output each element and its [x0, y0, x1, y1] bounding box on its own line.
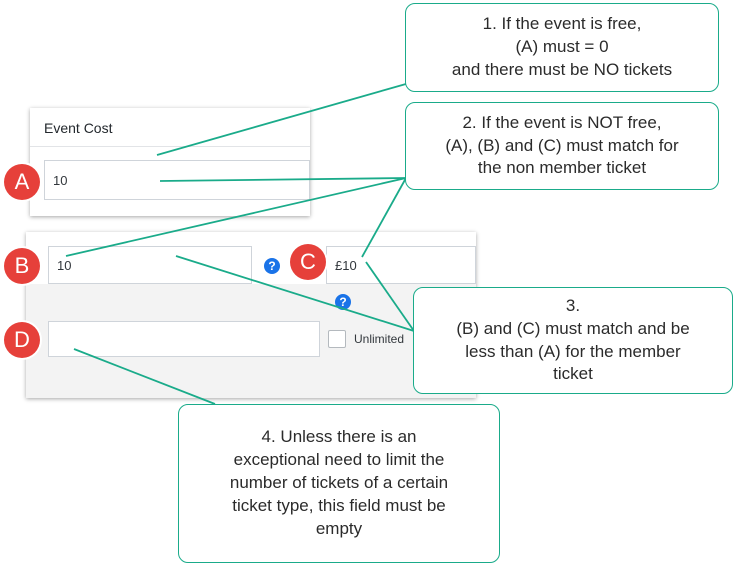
connector-2-a [159, 177, 407, 182]
help-icon[interactable]: ? [335, 294, 351, 310]
connector-2-b [65, 177, 407, 257]
callout-paid-event: 2. If the event is NOT free, (A), (B) an… [405, 102, 719, 190]
connector-2-c [361, 177, 407, 258]
marker-b: B [4, 248, 40, 284]
callout-ticket-limit: 4. Unless there is an exceptional need t… [178, 404, 500, 563]
unlimited-label: Unlimited [354, 332, 405, 346]
ticket-display-price-input[interactable]: £10 [326, 246, 476, 284]
connector-1-a [156, 79, 421, 156]
ticket-quantity-input[interactable] [48, 321, 320, 357]
marker-a: A [4, 164, 40, 200]
connector-3-b [175, 255, 415, 332]
marker-c: C [290, 244, 326, 280]
callout-member-ticket: 3. (B) and (C) must match and be less th… [413, 287, 733, 394]
event-cost-label: Event Cost [44, 120, 113, 136]
connector-4-d [73, 348, 216, 405]
panel-divider [30, 146, 310, 147]
marker-d: D [4, 322, 40, 358]
help-icon[interactable]: ? [264, 258, 280, 274]
connector-3-c [365, 261, 415, 332]
callout-free-event: 1. If the event is free, (A) must = 0 an… [405, 3, 719, 92]
unlimited-checkbox[interactable] [328, 330, 346, 348]
ticket-price-input[interactable]: 10 [48, 246, 252, 284]
